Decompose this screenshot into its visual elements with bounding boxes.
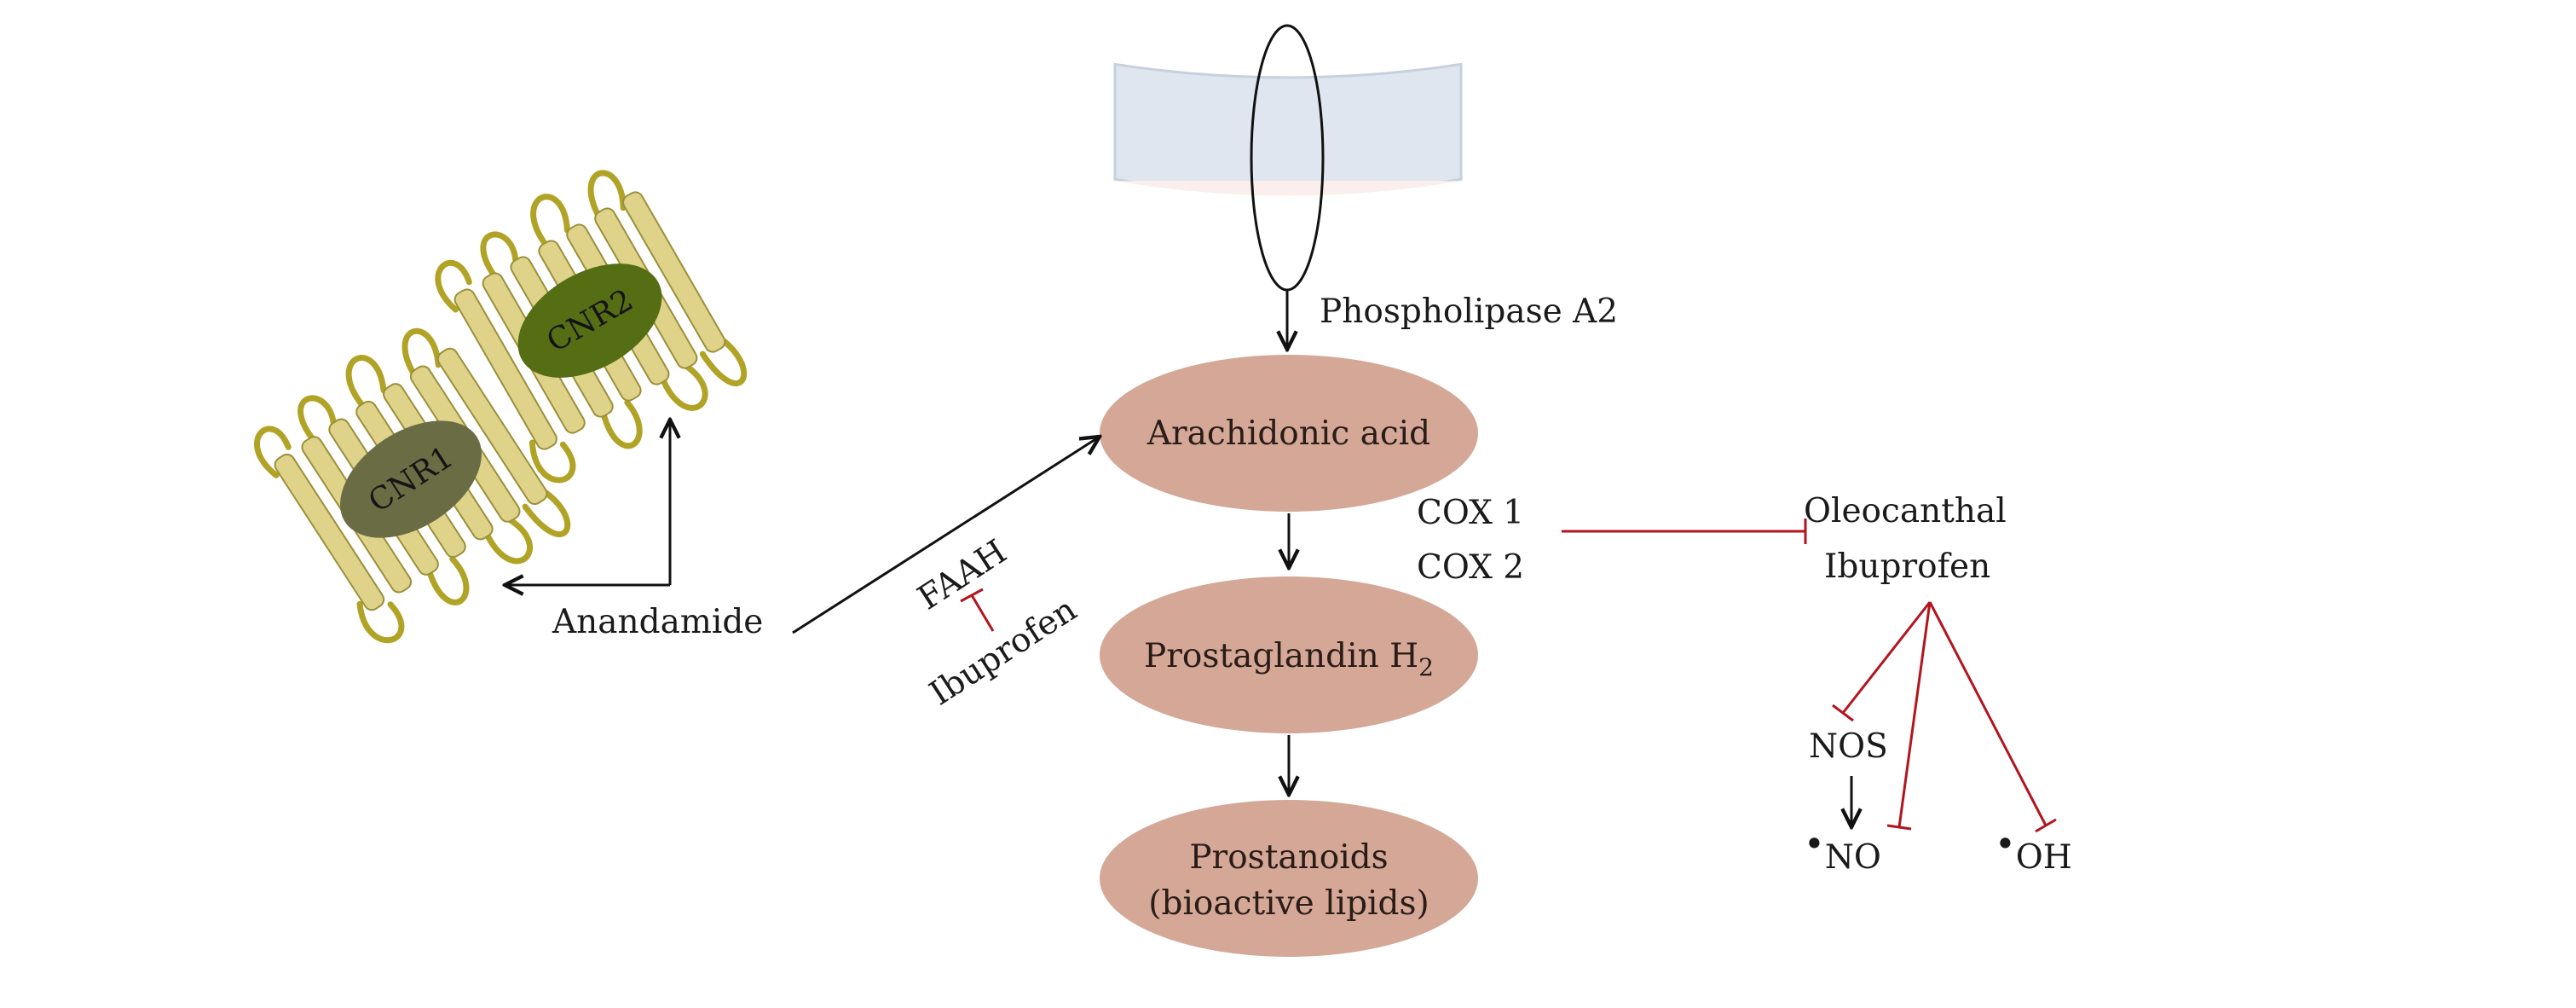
receptor-loop [435,259,472,313]
receptor-loop [659,362,708,411]
receptor-loop [401,327,442,382]
receptor-loop [587,170,627,224]
arrow-anandamide-to-arachidonic [792,437,1100,634]
cnr2-body [517,264,662,378]
receptor-helix [436,347,548,506]
prostanoids-label: Prostanoids [1189,838,1388,877]
receptor-helix [453,288,557,450]
inhibition-faah-bar [960,588,984,603]
cytoplasm [1115,181,1461,196]
arachidonic-acid-label: Arachidonic acid [1146,414,1430,453]
inhibition-fan [1832,601,2057,833]
anandamide-label: Anandamide [552,603,763,641]
phospholipase-a2-label: Phospholipase A2 [1320,293,1618,331]
nos-label: NOS [1809,727,1888,766]
ibuprofen-left-label: Ibuprofen [923,590,1083,713]
ibuprofen-right-label: Ibuprofen [1824,547,1990,586]
cell-membrane [1113,62,1463,195]
arachidonic-acid-node: Arachidonic acid [1100,355,1478,512]
receptor-loop [425,556,470,605]
receptor-loop [297,395,337,447]
faah-label: FAAH [911,533,1014,618]
no-label: •NO [1804,823,1881,877]
receptor-loop [356,600,405,644]
cnr1-body [340,420,482,538]
inhibition-faah [970,594,995,632]
cnr1-receptor: CNR1 [254,327,571,644]
receptor-helix [274,453,385,611]
oleocanthal-label: Oleocanthal [1804,492,2007,530]
receptor-loop [699,333,748,386]
cnr2-receptor: CNR2 [435,170,748,484]
prostaglandin-h2-label: Prostaglandin H2 [1144,637,1434,681]
receptor-loop [522,484,571,537]
oh-label: •OH [1995,823,2072,877]
cox1-label: COX 1 [1417,494,1524,532]
receptor-loop [345,355,387,411]
receptor-loop [480,231,519,284]
receptor-loop [482,515,534,565]
receptor-loop [599,399,643,449]
prostaglandin-h2-node: Prostaglandin H2 [1100,576,1478,733]
receptor-loop [528,439,576,484]
receptor-helix [622,191,726,353]
cox2-label: COX 2 [1417,548,1524,587]
prostanoids-node: Prostanoids (bioactive lipids) [1100,800,1478,957]
prostanoids-sublabel: (bioactive lipids) [1148,884,1429,923]
receptor-loop [530,194,570,250]
receptor-loop [254,426,292,478]
